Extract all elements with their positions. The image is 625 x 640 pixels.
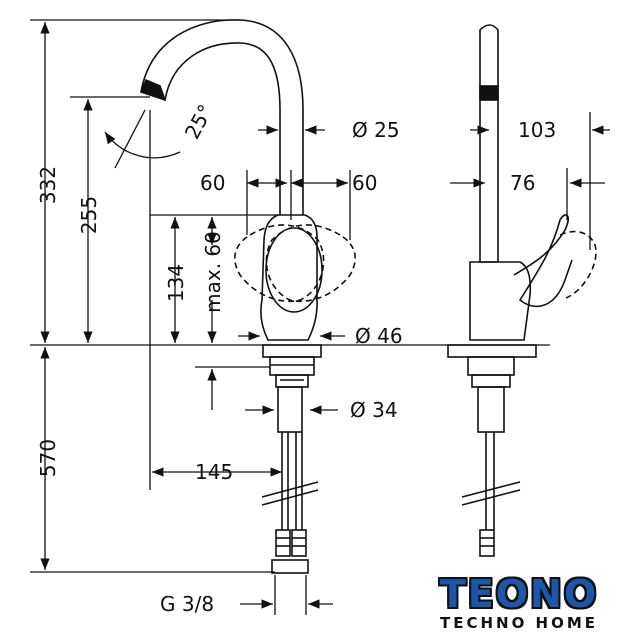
- dim-handle-height: 134: [164, 264, 188, 302]
- dim-spout-diameter: Ø 25: [352, 118, 400, 142]
- side-body: [469, 261, 532, 341]
- side-aerator: [479, 85, 499, 101]
- dimension-lines: [30, 19, 610, 615]
- side-view: [447, 24, 597, 557]
- dim-total-height: 332: [36, 166, 60, 204]
- side-spout: [479, 24, 499, 263]
- faucet-body: [260, 214, 318, 341]
- connector-left: [275, 529, 291, 557]
- mounting-stud: [277, 386, 303, 433]
- lever-right-swing: [265, 224, 356, 302]
- dim-connection: G 3/8: [160, 592, 214, 616]
- dim-shank-diameter: Ø 34: [350, 398, 398, 422]
- break-mark: [261, 481, 319, 498]
- front-view: [139, 19, 356, 574]
- dim-side-handle-depth: 76: [510, 171, 535, 195]
- dim-spout-height: 255: [77, 196, 101, 234]
- dim-body-diameter: Ø 46: [355, 324, 403, 348]
- side-lever-swing: [559, 230, 597, 299]
- lever-outline: [265, 227, 323, 313]
- teono-logo: TEONO TECHNO HOME: [428, 574, 610, 632]
- dim-swing-left: 60: [200, 171, 225, 195]
- logo-wordmark: TEONO: [439, 572, 599, 616]
- side-base-plate: [447, 344, 537, 358]
- connection-nut: [271, 559, 309, 574]
- dim-projection: 145: [195, 460, 233, 484]
- dim-swing-right: 60: [352, 171, 377, 195]
- dim-spout-angle: 25°: [180, 100, 218, 143]
- dim-below-counter: 570: [36, 439, 60, 477]
- base-plate: [262, 344, 322, 358]
- logo-subtitle: TECHNO HOME: [439, 614, 599, 632]
- side-stud: [477, 386, 505, 433]
- lever-left-swing: [234, 224, 325, 302]
- side-lever: [513, 214, 573, 308]
- spout-inner: [164, 42, 281, 215]
- connector-right: [291, 529, 307, 557]
- threaded-shank: [275, 374, 309, 388]
- base-collar: [269, 356, 315, 376]
- dim-handle-travel: max. 60: [201, 231, 225, 313]
- spout-tip: [139, 78, 167, 102]
- dim-side-depth: 103: [518, 118, 556, 142]
